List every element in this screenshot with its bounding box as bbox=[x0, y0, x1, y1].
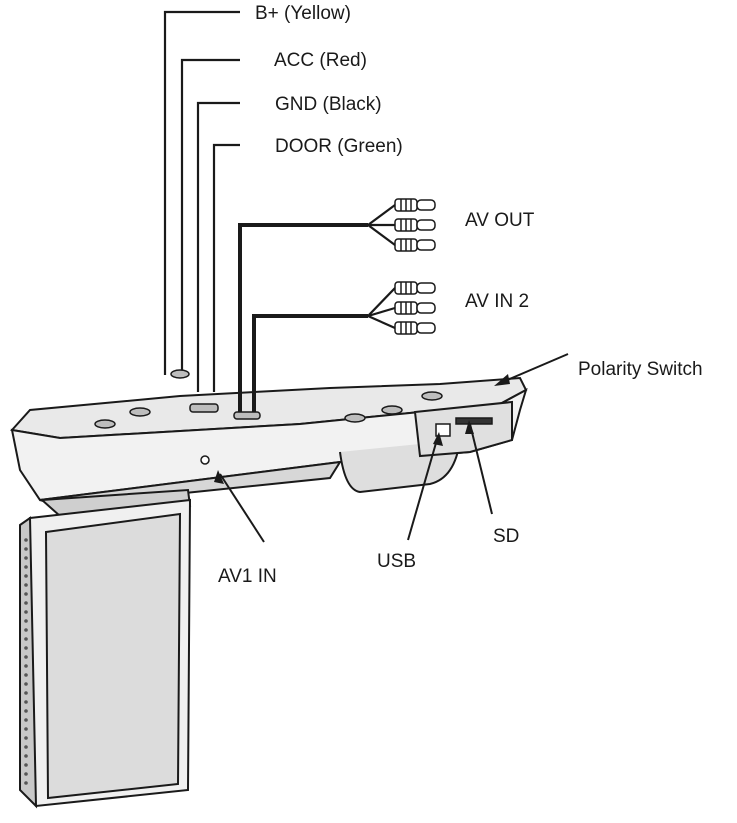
grill-dot bbox=[24, 673, 28, 677]
card-slots bbox=[435, 417, 493, 437]
grill-dot bbox=[24, 628, 28, 632]
rca-plug-tip bbox=[416, 282, 436, 294]
pointer-sd bbox=[469, 423, 493, 515]
grill-dot bbox=[24, 781, 28, 785]
grill-dot bbox=[24, 601, 28, 605]
wire-gnd bbox=[196, 101, 240, 392]
av-cables bbox=[238, 223, 368, 412]
pointer-av1 bbox=[219, 473, 265, 543]
rca-fan-av-out bbox=[367, 204, 396, 246]
label-acc: ACC (Red) bbox=[274, 50, 367, 71]
power-wires bbox=[163, 10, 240, 392]
button bbox=[129, 407, 151, 417]
grill-dot bbox=[24, 592, 28, 596]
av1-jack bbox=[200, 455, 210, 465]
wire-acc bbox=[180, 58, 240, 370]
wire-door bbox=[212, 143, 240, 392]
label-av-in2: AV IN 2 bbox=[465, 291, 530, 312]
grill-dot bbox=[24, 700, 28, 704]
grill-dot bbox=[24, 691, 28, 695]
grill-dot bbox=[24, 754, 28, 758]
rca-plug-tip bbox=[416, 322, 436, 334]
grill-dot bbox=[24, 565, 28, 569]
button bbox=[189, 403, 219, 413]
housing-side-module bbox=[413, 400, 513, 458]
wire-b-plus bbox=[163, 10, 240, 375]
speaker-grill bbox=[24, 538, 28, 785]
screen-edge bbox=[19, 516, 38, 809]
button bbox=[344, 413, 366, 423]
rca-plug-tip bbox=[416, 219, 436, 231]
button bbox=[421, 391, 443, 401]
grill-dot bbox=[24, 574, 28, 578]
grill-dot bbox=[24, 718, 28, 722]
label-usb: USB bbox=[377, 551, 417, 572]
rca-plug-tip bbox=[416, 302, 436, 314]
screen-panel bbox=[44, 512, 182, 800]
cable-av-in2 bbox=[252, 314, 368, 412]
label-av-out: AV OUT bbox=[465, 210, 535, 231]
button bbox=[94, 419, 116, 429]
button bbox=[233, 411, 261, 420]
label-door: DOOR (Green) bbox=[275, 136, 403, 157]
sd-slot bbox=[455, 417, 493, 425]
label-sd: SD bbox=[493, 526, 520, 547]
grill-dot bbox=[24, 637, 28, 641]
pointer-heads bbox=[214, 374, 510, 484]
button bbox=[381, 405, 403, 415]
grill-dot bbox=[24, 655, 28, 659]
screen-assembly bbox=[18, 488, 192, 809]
grill-dot bbox=[24, 646, 28, 650]
rca-plug-tip bbox=[416, 239, 436, 251]
grill-dot bbox=[24, 736, 28, 740]
rca-plugs bbox=[394, 198, 436, 335]
pointer-polarity bbox=[497, 353, 569, 385]
grill-dot bbox=[24, 556, 28, 560]
grill-dot bbox=[24, 610, 28, 614]
grill-dot bbox=[24, 619, 28, 623]
grill-dot bbox=[24, 583, 28, 587]
grill-dot bbox=[24, 547, 28, 551]
grill-dot bbox=[24, 664, 28, 668]
grill-dot bbox=[24, 709, 28, 713]
grill-dot bbox=[24, 727, 28, 731]
grill-dot bbox=[24, 538, 28, 542]
grill-dot bbox=[24, 682, 28, 686]
label-gnd: GND (Black) bbox=[275, 94, 382, 115]
button bbox=[170, 369, 190, 379]
cable-av-out bbox=[238, 223, 368, 412]
housing-front-face bbox=[10, 387, 528, 502]
grill-dot bbox=[24, 745, 28, 749]
label-b-plus: B+ (Yellow) bbox=[255, 3, 351, 24]
housing bbox=[10, 376, 528, 508]
rca-fan-av-in2 bbox=[367, 287, 396, 330]
pointers bbox=[219, 353, 569, 543]
grill-dot bbox=[24, 772, 28, 776]
usb-slot bbox=[435, 423, 451, 437]
grill-dot bbox=[24, 763, 28, 767]
top-buttons bbox=[94, 369, 443, 429]
pointer-usb bbox=[407, 435, 439, 541]
label-polarity-switch: Polarity Switch bbox=[578, 359, 703, 380]
label-av1-in: AV1 IN bbox=[218, 566, 277, 587]
rca-plug-tip bbox=[416, 199, 436, 211]
